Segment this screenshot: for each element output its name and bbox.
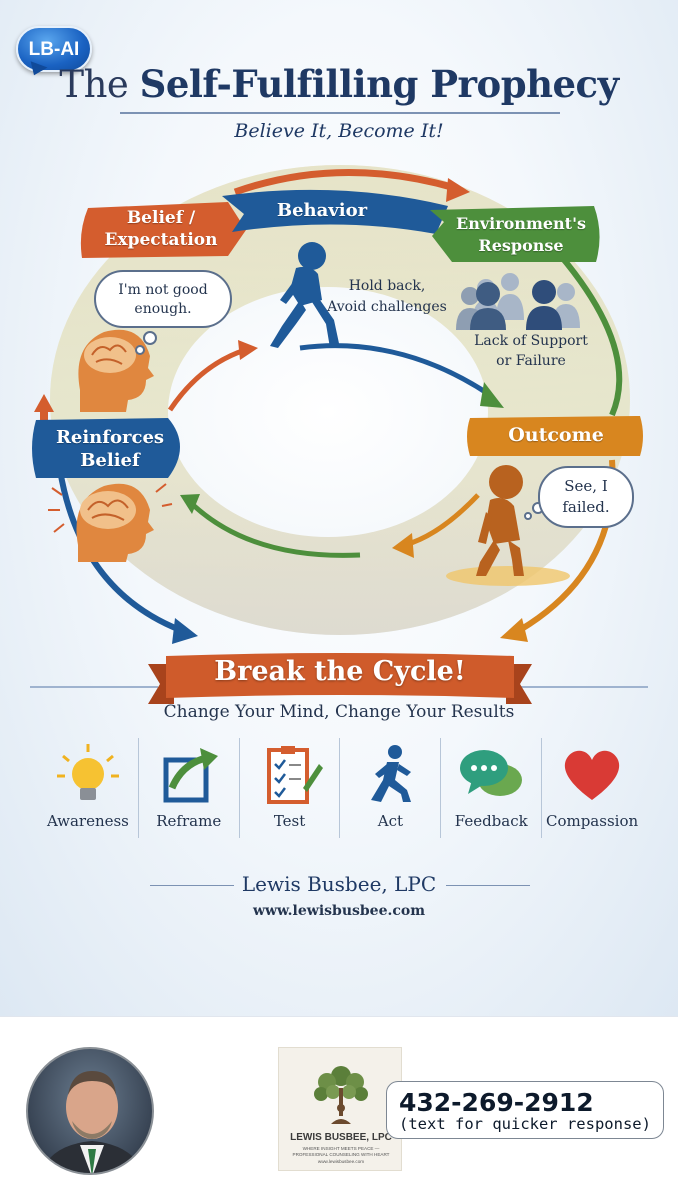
tool-awareness: Awareness	[38, 738, 138, 838]
author-website: www.lewisbusbee.com	[252, 903, 426, 919]
tool-reframe: Reframe	[137, 738, 239, 838]
logo-tagline-line-1: WHERE INSIGHT MEETS PEACE —	[302, 1146, 380, 1151]
outcome-label: Outcome	[508, 424, 604, 446]
tool-test: Test	[238, 738, 340, 838]
lightbulb-icon	[56, 744, 119, 800]
crowd-icon	[456, 273, 580, 330]
belief-thought-bubble: I'm not good enough.	[94, 270, 232, 328]
author-divider-left	[150, 885, 234, 886]
tool-label-act: Act	[377, 812, 404, 830]
badge-label: LB-AI	[28, 39, 80, 60]
belief-thought-line-2: enough.	[134, 301, 192, 317]
tool-label-awareness: Awareness	[46, 812, 129, 830]
checklist-icon	[266, 746, 323, 804]
outcome-thought-bubble: See, I failed.	[538, 466, 634, 528]
right-arc-arrow	[557, 253, 623, 417]
break-cycle-subtitle: Change Your Mind, Change Your Results	[163, 702, 515, 722]
chat-bubbles-icon	[460, 750, 523, 796]
outcome-thought-line-1: See, I	[564, 477, 608, 495]
title-part-2: Self-Fulfilling Prophecy	[139, 62, 619, 106]
author-name: Lewis Busbee, LPC	[241, 872, 437, 896]
behavior-banner	[222, 189, 448, 234]
logo-tagline: WHERE INSIGHT MEETS PEACE — PROFESSIONAL…	[279, 1146, 403, 1158]
tools-row: Awareness Reframe Test	[38, 738, 642, 838]
break-cycle-ribbon	[148, 653, 532, 704]
person-portrait-icon	[41, 1071, 143, 1173]
environment-caption-line-1: Lack of Support	[474, 333, 588, 349]
environment-caption: Lack of Support or Failure	[456, 331, 606, 371]
reinforces-label: Reinforces Belief	[40, 426, 180, 472]
divider-left	[30, 686, 158, 688]
heart-icon	[564, 750, 620, 800]
tree-logo-icon	[314, 1066, 368, 1124]
avatar	[26, 1047, 154, 1175]
reinforces-banner	[32, 418, 180, 478]
contact-footer: LEWIS BUSBEE, LPC WHERE INSIGHT MEETS PE…	[0, 1016, 678, 1200]
tool-act: Act	[339, 738, 440, 838]
left-up-arrow	[34, 394, 54, 412]
inner-arrow-4	[188, 500, 361, 558]
environment-label: Environment's Response	[446, 213, 596, 257]
top-arc-arrow	[233, 169, 456, 196]
tool-label-compassion: Compassion	[545, 812, 639, 830]
page-subtitle: Believe It, Become It!	[234, 120, 444, 142]
reinforces-head-icon	[48, 483, 173, 562]
running-person-icon	[371, 745, 412, 802]
infographic-poster: LB-AI The Self-Fulfilling Prophecy Belie…	[0, 0, 678, 1016]
belief-thought-line-1: I'm not good	[118, 282, 208, 298]
logo-url: www.lewisbusbee.com	[317, 1159, 365, 1164]
outcome-thought-line-2: failed.	[562, 498, 610, 516]
outcome-banner	[467, 416, 643, 456]
inner-arrow-1	[167, 347, 246, 412]
environment-label-line-1: Environment's	[456, 214, 586, 233]
reinforces-label-line-1: Reinforces	[55, 427, 165, 448]
belief-label-line-2: Expectation	[104, 230, 218, 250]
title-part-1: The	[59, 63, 129, 106]
walking-person-icon	[270, 242, 340, 348]
behavior-caption-line-1: Hold back,	[348, 278, 426, 294]
sad-person-icon	[446, 465, 570, 586]
tool-label-feedback: Feedback	[454, 812, 528, 830]
practice-logo: LEWIS BUSBEE, LPC WHERE INSIGHT MEETS PE…	[278, 1047, 402, 1171]
reinforces-label-line-2: Belief	[80, 450, 140, 471]
divider-right	[520, 686, 648, 688]
behavior-caption-line-2: Avoid challenges	[327, 299, 447, 315]
belief-banner	[80, 202, 246, 258]
behavior-label: Behavior	[276, 200, 368, 221]
tool-compassion: Compassion	[541, 738, 642, 838]
tool-label-test: Test	[273, 812, 306, 830]
title-underline	[120, 112, 560, 114]
tool-feedback: Feedback	[440, 738, 541, 838]
author-divider-right	[446, 885, 530, 886]
tool-label-reframe: Reframe	[156, 812, 222, 830]
logo-tagline-line-2: PROFESSIONAL COUNSELING WITH HEART	[292, 1152, 390, 1157]
belief-label-line-1: Belief /	[126, 208, 196, 228]
environment-banner	[430, 206, 600, 262]
belief-label: Belief / Expectation	[86, 207, 236, 251]
lbai-badge: LB-AI	[16, 26, 92, 72]
page-title: The Self-Fulfilling Prophecy	[0, 62, 678, 106]
reframe-icon	[163, 748, 218, 803]
phone-note: (text for quicker response)	[399, 1115, 651, 1133]
break-cycle-title: Break the Cycle!	[214, 656, 466, 687]
phone-card[interactable]: 432-269-2912 (text for quicker response)	[386, 1081, 664, 1139]
left-lower-arc-arrow	[57, 469, 182, 633]
inner-arrow-2	[299, 343, 492, 398]
behavior-caption: Hold back, Avoid challenges	[322, 276, 452, 318]
environment-caption-line-2: or Failure	[496, 353, 566, 369]
logo-name: LEWIS BUSBEE, LPC	[290, 1132, 392, 1143]
phone-number[interactable]: 432-269-2912	[399, 1088, 594, 1117]
environment-label-line-2: Response	[478, 236, 564, 255]
